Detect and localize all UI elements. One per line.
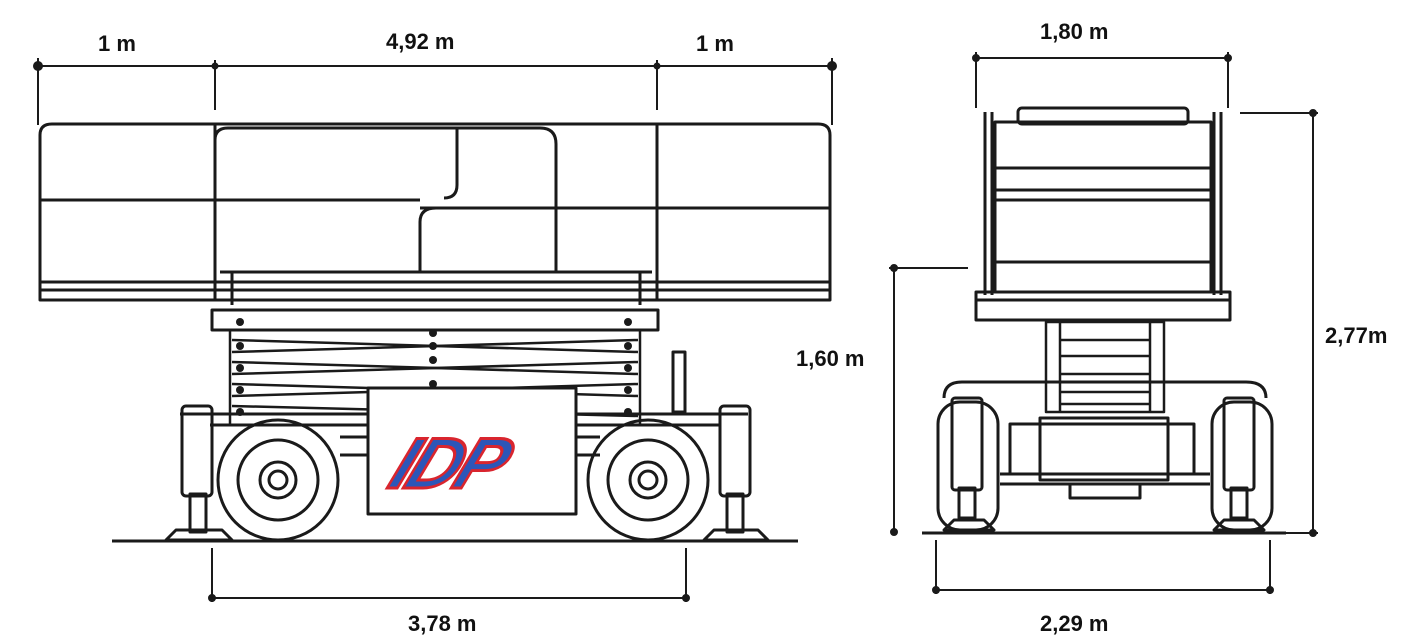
front-chassis [942,380,1268,500]
dim-stowed-height-label: 1,60 m [796,346,865,371]
front-view [889,52,1318,594]
platform-width-dimension-line [972,52,1232,108]
side-view [33,58,837,602]
overall-width-dimension-line [932,540,1274,594]
dim-right-extension-label: 1 m [696,31,734,56]
platform [38,122,832,305]
scissor-pivots [236,318,632,416]
front-platform [974,106,1232,322]
dim-left-extension-label: 1 m [98,31,136,56]
dim-platform-length-label: 4,92 m [386,29,455,54]
dim-overall-height-label: 2,77m [1325,323,1388,348]
dim-wheelbase-label: 3,78 m [408,611,477,636]
wheelbase-dimension-line [208,548,690,602]
front-scissor-column [1044,320,1166,414]
dim-platform-width-label: 1,80 m [1040,19,1109,44]
stowed-height-dimension-line [889,264,968,536]
dim-overall-width-label: 2,29 m [1040,611,1109,636]
front-wheels [936,396,1274,532]
logo-panel [366,386,578,516]
rear-post [671,350,687,414]
deck-frame [210,308,660,332]
top-dimension-line [33,58,837,125]
overall-height-dimension-line [1240,109,1318,537]
